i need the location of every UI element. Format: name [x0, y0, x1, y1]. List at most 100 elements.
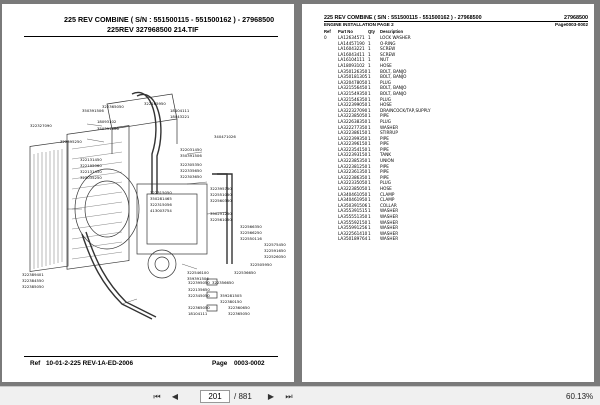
part-description: PLUG [380, 180, 391, 186]
callout-label: 322305350 [180, 162, 202, 167]
callout-label: 322131450 [80, 169, 102, 174]
previous-page-icon[interactable]: ◀ [171, 392, 179, 401]
part-qty: 1 [368, 90, 371, 96]
part-description: LOCK WASHER [380, 35, 411, 40]
part-number: LA355991256 [338, 225, 368, 231]
part-qty: 1 [368, 163, 371, 169]
part-description: SCREW [380, 46, 396, 52]
part-description: NUT [380, 57, 389, 63]
part-description: BOLT, BANJO [380, 85, 407, 91]
callout-label: 322551050 [210, 192, 232, 197]
callout-label: 322566350 [240, 224, 262, 229]
callout-label: 340471026 [214, 134, 236, 139]
callout-label: 322365050 [228, 311, 250, 316]
part-qty: 1 [368, 230, 371, 236]
part-description: CLAMP [380, 197, 395, 203]
callout-label: 322165950 [144, 101, 166, 106]
callout-label: 413003754 [150, 208, 172, 213]
part-description: WASHER [380, 124, 399, 130]
part-description: WASHER [380, 214, 399, 219]
callout-label: 350391506 [180, 153, 202, 158]
left-page: 225 REV COMBINE ( S/N : 551500115 - 5515… [2, 4, 294, 382]
part-number: LA322399050 [338, 102, 368, 108]
callout-label: 18093102 [97, 119, 117, 124]
callout-label: 18043221 [170, 114, 190, 119]
part-number: LA340461050 [338, 191, 368, 197]
callout-label: 322031450 [180, 147, 202, 152]
col-part-no: Part No [338, 29, 353, 34]
left-page-header-subtitle: 225REV 327968500 214.TIF [107, 25, 199, 34]
part-description: PIPE [380, 135, 389, 141]
part-description: HOSE [380, 186, 392, 192]
page-number-input[interactable]: 201 [200, 390, 230, 403]
callout-label: 322536650 [234, 270, 256, 275]
part-qty: 1 [368, 130, 371, 136]
part-number: LA322396150 [338, 141, 368, 147]
part-number: LA320478050 [338, 79, 368, 85]
part-number: LA350126350 [338, 68, 368, 74]
part-qty: 1 [368, 236, 371, 242]
part-qty: 1 [368, 46, 371, 52]
part-number: LA322327090 [338, 107, 368, 113]
part-qty: 1 [368, 219, 371, 225]
callout-label: 322360650 [228, 305, 250, 310]
part-qty: 1 [368, 169, 371, 175]
part-qty: 1 [368, 135, 371, 141]
part-number: LA322385350 [338, 158, 368, 164]
part-qty: 1 [368, 113, 371, 119]
part-number: LA321546350 [338, 96, 368, 102]
callout-label: 322356650 [212, 280, 234, 285]
callout-label: 350281465 [150, 196, 172, 201]
part-number: LA355551350 [338, 214, 368, 219]
part-qty: 1 [368, 152, 371, 158]
part-number: LA322393150 [338, 152, 368, 158]
part-description: WASHER [380, 230, 399, 236]
part-description: STIRRUP [380, 130, 398, 136]
part-number: LA321556450 [338, 85, 368, 91]
callout-label: 322195060 [80, 163, 102, 168]
callout-label: 322365050 [188, 305, 210, 310]
callout-label: 322395050 [188, 280, 210, 285]
last-page-icon[interactable]: ⏭ [285, 392, 293, 401]
first-page-icon[interactable]: ⏮ [153, 392, 161, 401]
right-page-doc-number: 27968500 [564, 15, 588, 21]
part-number: LA322385050 [338, 113, 368, 119]
zoom-level[interactable]: 60.13% [566, 392, 594, 401]
part-number: LA350189764 [338, 236, 368, 242]
part-description: TANK [380, 152, 391, 158]
callout-label: 350391506 [97, 126, 119, 131]
callout-label: 322385050 [22, 284, 44, 289]
part-description: BOLT, BANJO [380, 68, 407, 74]
part-qty: 1 [368, 158, 371, 164]
part-qty: 1 [368, 85, 371, 91]
footer-ref-value: 10-01-2-225 REV-1A-ED-2006 [46, 360, 134, 367]
part-number: LA322561410 [338, 230, 368, 236]
page-total: / 881 [234, 392, 252, 401]
part-number: LA355592150 [338, 219, 368, 225]
col-qty: Qty [368, 29, 375, 34]
part-number: LA16043411 [338, 51, 365, 57]
engine-installation-diagram [29, 91, 233, 320]
part-number: LA322386350 [338, 174, 368, 180]
part-qty: 1 [368, 191, 371, 197]
right-page-page-number: Page0003-0002 [555, 22, 588, 27]
next-page-icon[interactable]: ▶ [267, 392, 275, 401]
